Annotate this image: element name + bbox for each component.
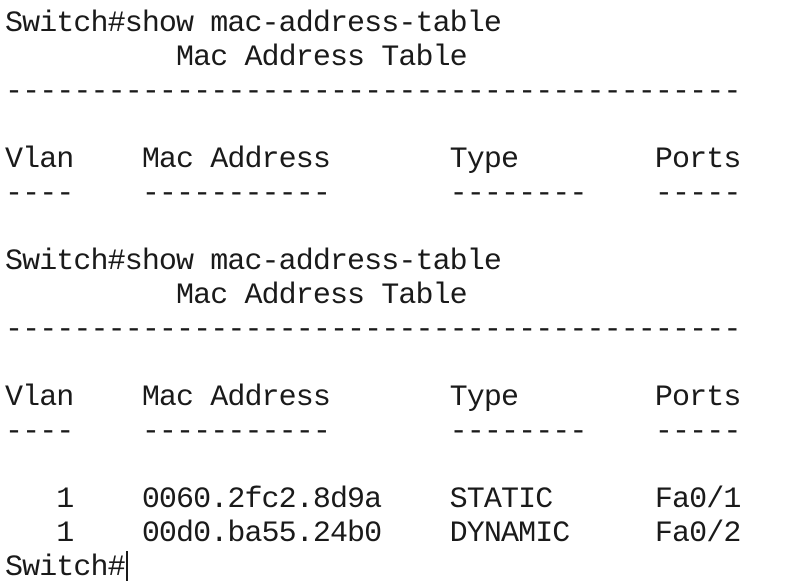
separator-line: ----------------------------------------… [5, 313, 741, 347]
blank-line [5, 109, 807, 143]
table-header: Vlan Mac Address Type Ports [5, 381, 741, 415]
prompt-text: Switch# [5, 551, 126, 585]
prompt-line[interactable]: Switch# [5, 551, 807, 585]
table-header: Vlan Mac Address Type Ports [5, 143, 741, 177]
separator-line: ----------------------------------------… [5, 75, 741, 109]
header-underline: ---- ----------- -------- ----- [5, 177, 741, 211]
table-row: 1 0060.2fc2.8d9a STATIC Fa0/1 [5, 483, 741, 517]
table-title: Mac Address Table [5, 41, 468, 75]
blank-line [5, 449, 807, 483]
text-cursor [125, 551, 128, 581]
blank-line [5, 211, 807, 245]
table-row: 1 00d0.ba55.24b0 DYNAMIC Fa0/2 [5, 517, 741, 551]
blank-line [5, 347, 807, 381]
table-title: Mac Address Table [5, 279, 468, 313]
command-line: Switch#show mac-address-table [5, 7, 502, 41]
header-underline: ---- ----------- -------- ----- [5, 415, 741, 449]
command-line: Switch#show mac-address-table [5, 245, 502, 279]
